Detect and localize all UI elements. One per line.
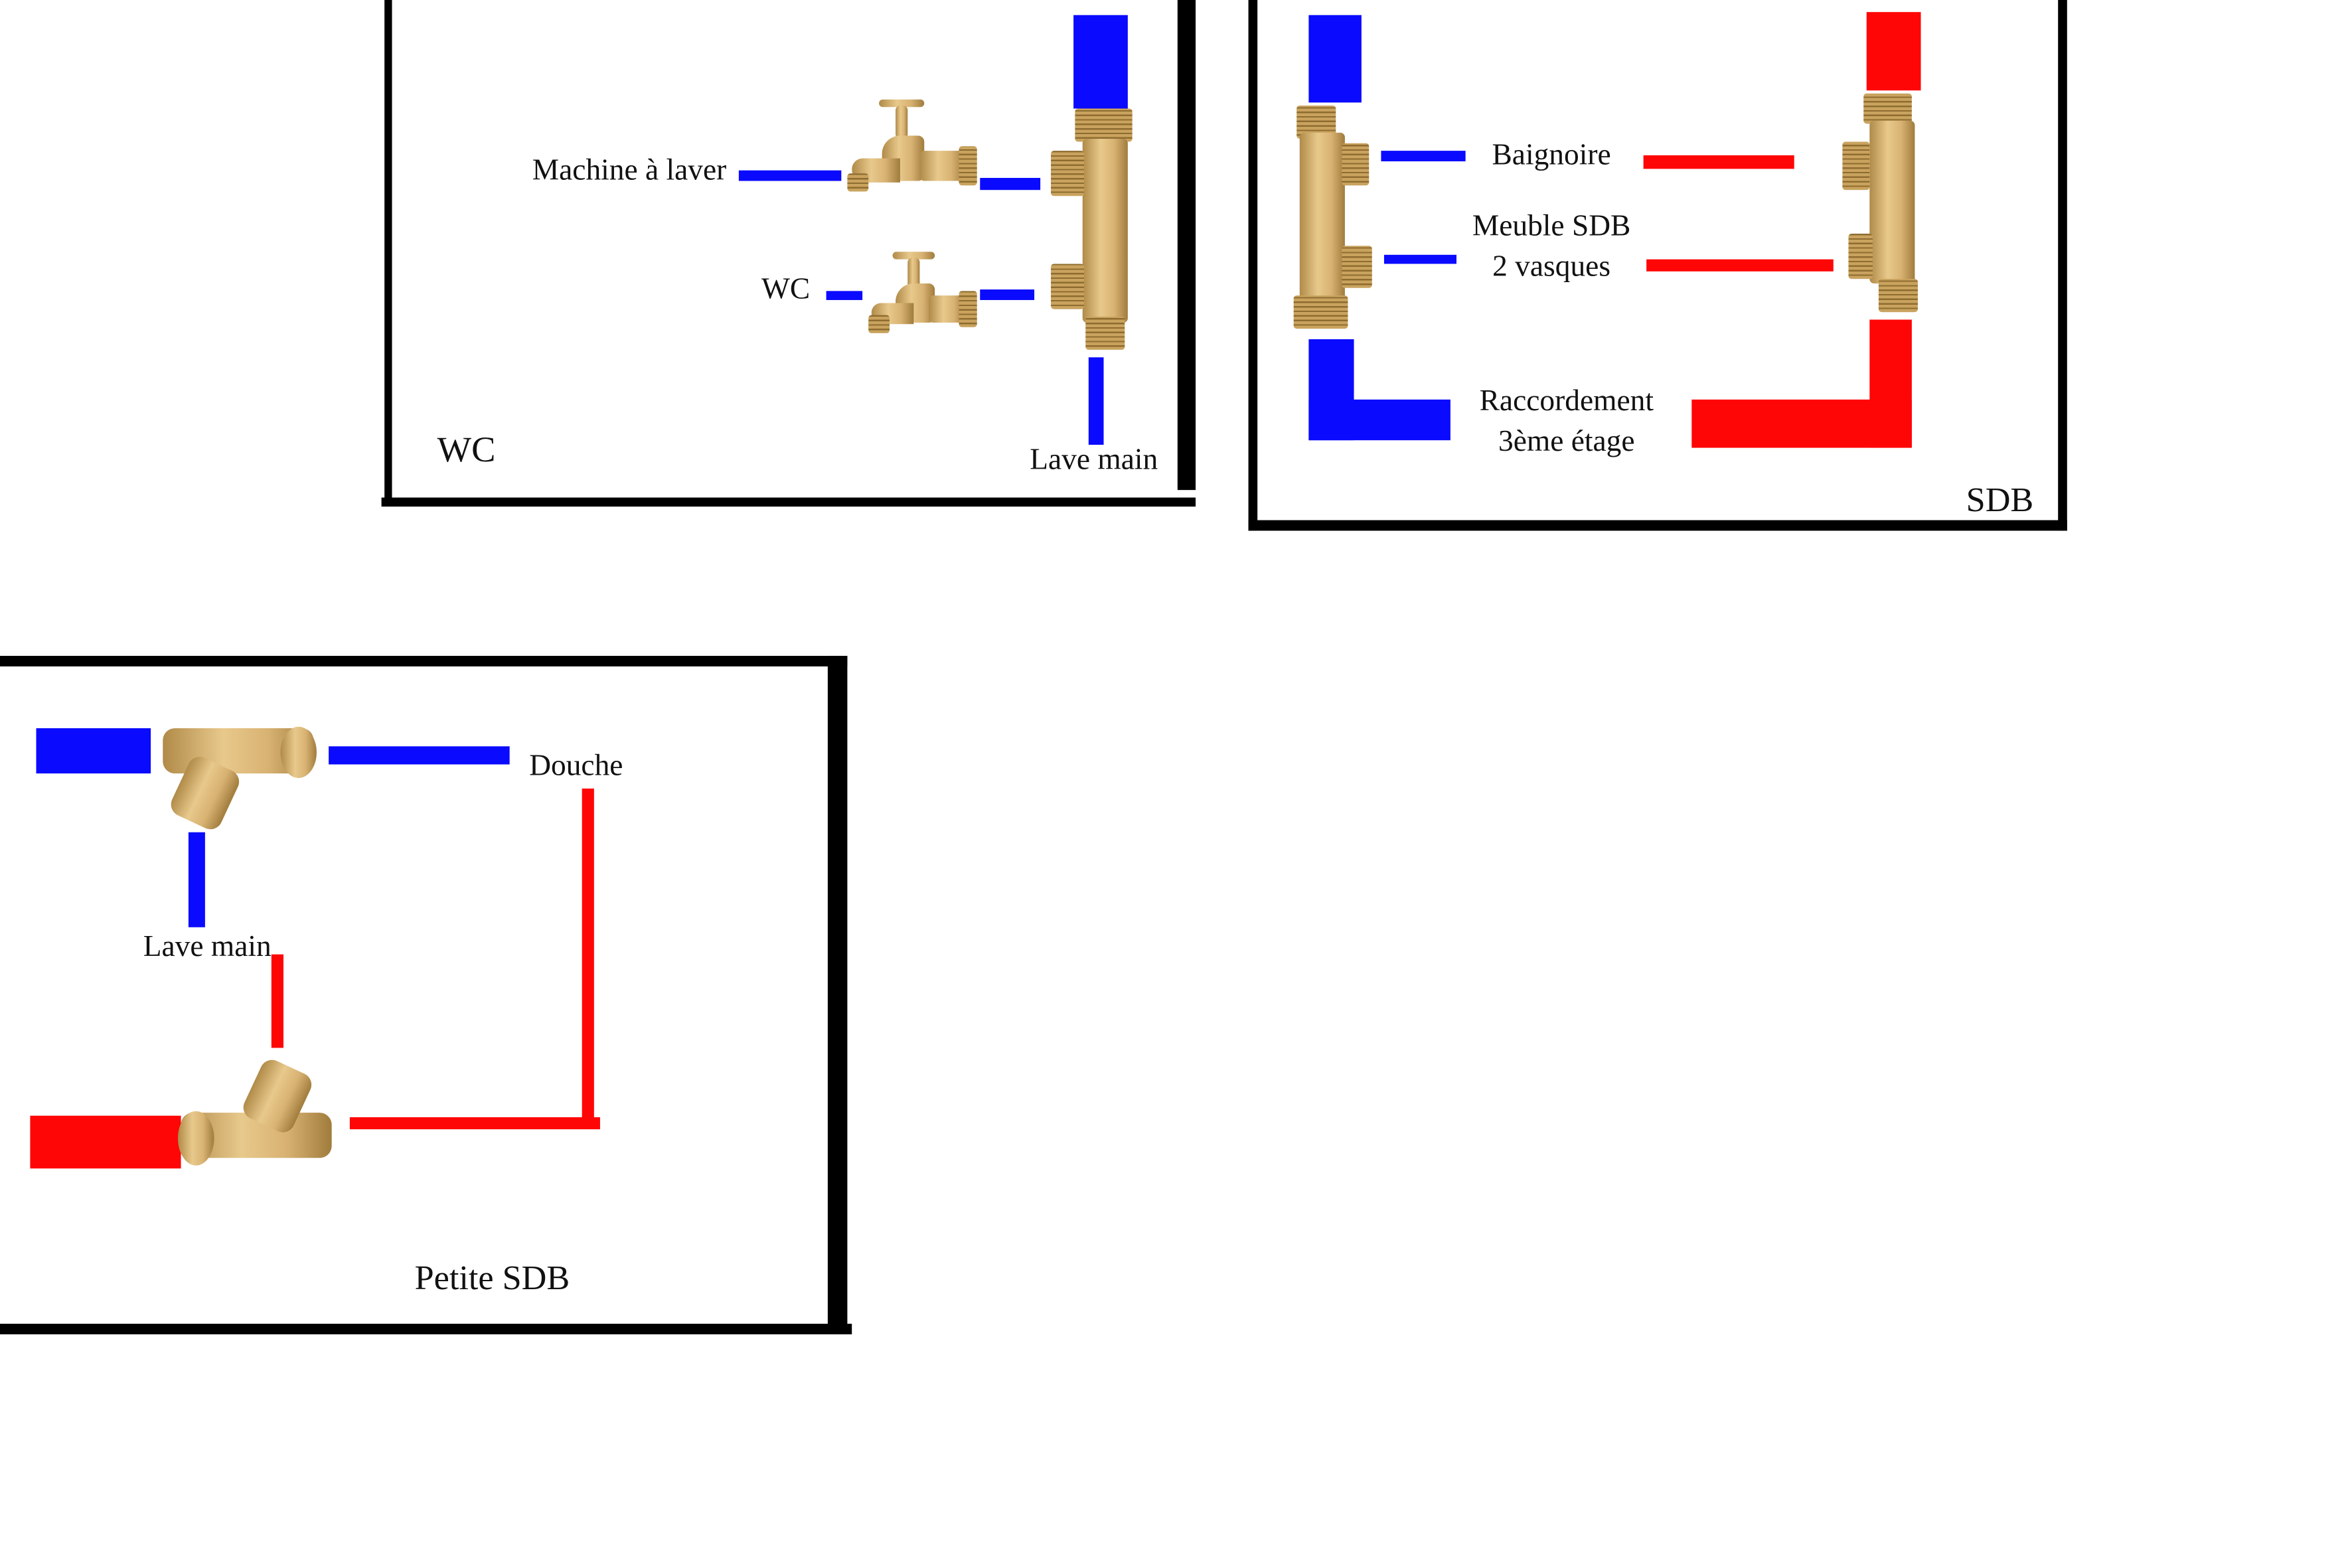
hot-pipe-shower-vertical [582,788,594,1128]
hot-pipe-vanity [1646,259,1834,272]
cold-pipe-top [1308,15,1362,103]
label-hand-basin: Lave main [143,930,272,964]
petite-sdb-bottom-wall [0,1324,852,1335]
label-shower: Douche [529,749,623,783]
hot-pipe-top [1866,12,1921,91]
hot-pipe-hand-basin [271,954,283,1048]
cold-pipe-vanity [1383,254,1456,264]
sdb-right-wall [2058,0,2067,531]
cold-pipe-hand-basin [1088,357,1104,445]
cold-pipe-manifold-1 [980,178,1041,191]
room-title-sdb: SDB [1966,481,2034,519]
room-title-petite-sdb: Petite SDB [414,1259,570,1297]
label-bathtub: Baignoire [1492,138,1611,172]
cold-pipe-wc [826,291,863,300]
room-title-wc: WC [437,431,496,471]
label-washing-machine: Machine à laver [532,153,727,187]
label-connection-line1: Raccordement [1479,384,1654,418]
label-connection-line2: 3ème étage [1498,425,1635,459]
cold-pipe-supply [1073,15,1128,109]
sdb-bottom-wall [1248,520,2067,531]
hot-pipe-connection-horizontal [1691,399,1912,448]
hot-pipe-shower-horizontal [349,1117,600,1130]
wc-right-wall [1177,0,1196,491]
label-toilet: WC [761,273,811,307]
sdb-left-wall [1248,0,1258,531]
petite-sdb-top-wall [0,655,848,666]
cold-pipe-hand-basin [188,832,205,927]
wc-left-wall [384,0,392,505]
cold-pipe-manifold-2 [980,289,1035,300]
petite-sdb-right-wall [827,655,848,1335]
label-hand-basin: Lave main [1030,443,1158,477]
cold-pipe-shower [329,746,510,765]
hot-pipe-supply [30,1115,181,1169]
wc-bottom-wall [381,497,1196,507]
cold-pipe-washing-machine [738,170,842,181]
label-vanity-line1: Meuble SDB [1472,209,1631,243]
cold-pipe-connection-horizontal [1308,399,1450,441]
label-vanity-line2: 2 vasques [1492,250,1611,283]
cold-pipe-supply [36,728,151,774]
cold-pipe-bathtub [1381,151,1466,162]
hot-pipe-bathtub [1643,155,1794,169]
